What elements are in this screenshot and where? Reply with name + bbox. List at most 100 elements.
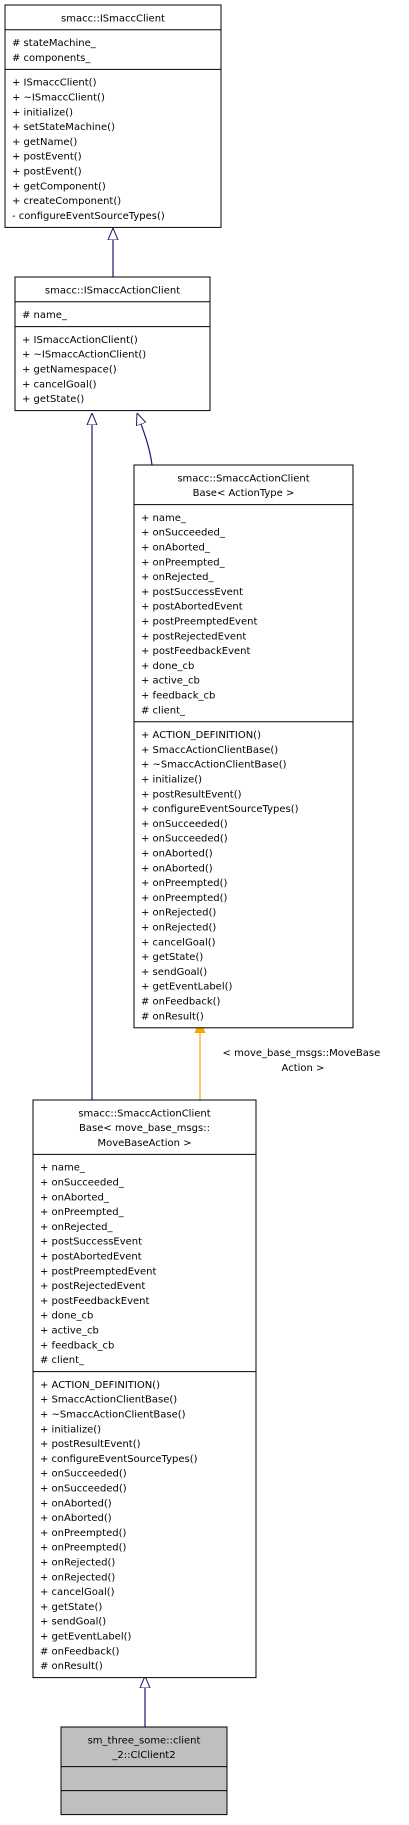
class-method: + ~ISmaccActionClient() xyxy=(22,350,146,361)
class-method: + ACTION_DEFINITION() xyxy=(40,1380,160,1391)
class-node-smacc-action-client-base-template[interactable]: smacc::SmaccActionClientBase< ActionType… xyxy=(133,464,354,1029)
class-title-line: Base< ActionType > xyxy=(193,488,295,499)
class-method: + onRejected() xyxy=(141,908,216,919)
class-attribute: + postPreemptedEvent xyxy=(141,617,257,628)
class-method: + ~SmaccActionClientBase() xyxy=(141,760,287,771)
class-box xyxy=(4,4,222,228)
class-method: + ACTION_DEFINITION() xyxy=(141,730,261,741)
class-method: + onRejected() xyxy=(40,1558,115,1569)
class-method: + onAborted() xyxy=(141,863,213,874)
class-attribute: + done_cb xyxy=(141,661,194,672)
class-method: + getEventLabel() xyxy=(40,1632,132,1643)
class-attribute: + postAbortedEvent xyxy=(40,1252,142,1263)
class-method: + onPreempted() xyxy=(141,893,227,904)
class-method: + onPreempted() xyxy=(40,1543,126,1554)
class-node-ismacc-action-client[interactable]: smacc::ISmaccActionClient# name_+ ISmacc… xyxy=(14,276,211,412)
class-title-line: smacc::SmaccActionClient xyxy=(78,1108,210,1119)
class-method: + SmaccActionClientBase() xyxy=(141,745,278,756)
class-method: + onRejected() xyxy=(40,1572,115,1583)
class-title-line: smacc::SmaccActionClient xyxy=(177,473,309,484)
class-method: + postEvent() xyxy=(12,167,82,178)
class-box xyxy=(133,464,354,1029)
class-attribute: + feedback_cb xyxy=(40,1340,114,1351)
class-method: + configureEventSourceTypes() xyxy=(141,804,299,815)
class-attribute: # client_ xyxy=(40,1355,85,1366)
class-attribute: + postSuccessEvent xyxy=(141,587,243,598)
class-node-ismacc-client[interactable]: smacc::ISmaccClient# stateMachine_# comp… xyxy=(4,4,222,228)
class-method: # onFeedback() xyxy=(141,997,221,1008)
class-method: + sendGoal() xyxy=(40,1617,106,1628)
template-binding-label: < move_base_msgs::MoveBase Action > xyxy=(223,1048,384,1074)
class-title-line: smacc::ISmaccActionClient xyxy=(45,285,180,296)
class-method: + onAborted() xyxy=(40,1498,112,1509)
class-method: + postEvent() xyxy=(12,152,82,163)
class-method: # onFeedback() xyxy=(40,1646,120,1657)
class-attribute: + onRejected_ xyxy=(40,1222,114,1233)
class-node-cl-client2[interactable]: sm_three_some::client_2::ClClient2 xyxy=(60,1726,228,1816)
class-attribute: + done_cb xyxy=(40,1311,93,1322)
class-method: + setStateMachine() xyxy=(12,122,115,133)
class-title-line: MoveBaseAction > xyxy=(97,1138,191,1149)
class-method: + getEventLabel() xyxy=(141,982,233,993)
class-attribute: + onPreempted_ xyxy=(141,557,226,568)
class-method: + cancelGoal() xyxy=(40,1587,115,1598)
class-box xyxy=(32,1099,257,1679)
class-attribute: + onSucceeded_ xyxy=(40,1178,125,1189)
class-method: + getName() xyxy=(12,137,77,148)
class-method: - configureEventSourceTypes() xyxy=(12,211,165,222)
class-method: + sendGoal() xyxy=(141,967,207,978)
class-box xyxy=(14,276,211,412)
class-method: + onSucceeded() xyxy=(141,834,228,845)
class-attribute: + onSucceeded_ xyxy=(141,528,226,539)
class-attribute: # stateMachine_ xyxy=(12,38,97,49)
class-method: # onResult() xyxy=(141,1011,204,1022)
class-method: + onSucceeded() xyxy=(40,1484,127,1495)
class-method: + getState() xyxy=(22,394,84,405)
class-attribute: + onRejected_ xyxy=(141,572,215,583)
class-attribute: + name_ xyxy=(40,1163,86,1174)
inheritance-edge-template-to-actionclient xyxy=(137,413,153,466)
class-method: + initialize() xyxy=(12,107,73,118)
class-attribute: # components_ xyxy=(12,53,91,64)
template-binding-label-line: < move_base_msgs::MoveBase xyxy=(223,1048,381,1059)
class-method: + getNamespace() xyxy=(22,365,117,376)
class-method: + onAborted() xyxy=(40,1513,112,1524)
class-method: + initialize() xyxy=(40,1424,101,1435)
class-attribute: + postPreemptedEvent xyxy=(40,1266,156,1277)
class-box xyxy=(60,1726,228,1816)
class-title-line: sm_three_some::client xyxy=(88,1735,201,1746)
class-attribute: # name_ xyxy=(22,310,68,321)
class-method: + ISmaccActionClient() xyxy=(22,335,138,346)
class-method: + createComponent() xyxy=(12,196,121,207)
class-attribute: + onPreempted_ xyxy=(40,1207,125,1218)
class-attribute: + postAbortedEvent xyxy=(141,602,243,613)
class-method: + ISmaccClient() xyxy=(12,78,97,89)
class-method: + getState() xyxy=(40,1602,102,1613)
class-method: + cancelGoal() xyxy=(141,937,216,948)
class-method: + postResultEvent() xyxy=(141,789,242,800)
class-attribute: + postSuccessEvent xyxy=(40,1237,142,1248)
class-title-line: _2::ClClient2 xyxy=(111,1750,175,1761)
class-attribute: # client_ xyxy=(141,705,186,716)
class-method: + postResultEvent() xyxy=(40,1439,141,1450)
class-attribute: + name_ xyxy=(141,513,187,524)
class-method: + cancelGoal() xyxy=(22,379,97,390)
class-method: + onPreempted() xyxy=(141,878,227,889)
class-attribute: + feedback_cb xyxy=(141,691,215,702)
class-node-smacc-action-client-base-movebase[interactable]: smacc::SmaccActionClientBase< move_base_… xyxy=(32,1099,257,1679)
class-method: + onAborted() xyxy=(141,849,213,860)
class-attribute: + onAborted_ xyxy=(40,1192,110,1203)
class-method: + onSucceeded() xyxy=(141,819,228,830)
class-title-line: Base< move_base_msgs:: xyxy=(79,1123,210,1134)
class-method: + ~ISmaccClient() xyxy=(12,93,105,104)
class-method: + onPreempted() xyxy=(40,1528,126,1539)
template-binding-label-line: Action > xyxy=(282,1063,325,1074)
class-attribute: + active_cb xyxy=(40,1326,99,1337)
class-method: + SmaccActionClientBase() xyxy=(40,1395,177,1406)
class-method: + getComponent() xyxy=(12,181,106,192)
class-method: + initialize() xyxy=(141,775,202,786)
class-method: + onSucceeded() xyxy=(40,1469,127,1480)
class-attribute: + postRejectedEvent xyxy=(40,1281,145,1292)
class-title-line: smacc::ISmaccClient xyxy=(61,13,165,24)
